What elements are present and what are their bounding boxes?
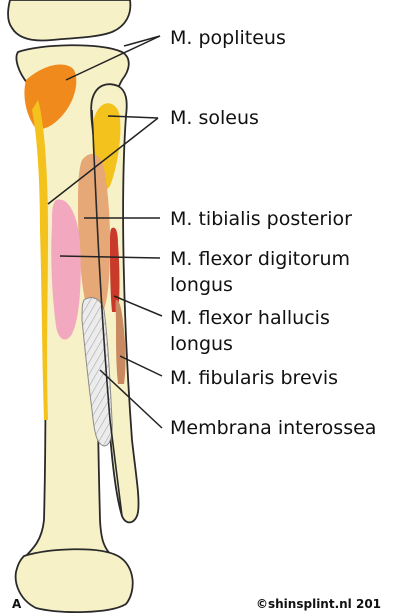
label-flexor-digitorum-line1: M. flexor digitorum bbox=[170, 248, 350, 270]
copyright-text: ©shinsplint.nl 201 bbox=[256, 597, 381, 611]
label-flexor-digitorum-line2: longus bbox=[170, 274, 233, 296]
view-letter: A bbox=[12, 597, 22, 611]
label-fibularis-brevis: M. fibularis brevis bbox=[170, 367, 338, 389]
label-membrana-interossea: Membrana interossea bbox=[170, 417, 376, 439]
label-flexor-hallucis-line1: M. flexor hallucis bbox=[170, 307, 330, 329]
label-soleus: M. soleus bbox=[170, 107, 259, 129]
label-tibialis-posterior: M. tibialis posterior bbox=[170, 208, 352, 230]
label-popliteus: M. popliteus bbox=[170, 27, 286, 49]
femur-end bbox=[8, 0, 130, 41]
label-flexor-hallucis-line2: longus bbox=[170, 333, 233, 355]
talus-bone bbox=[16, 549, 133, 612]
